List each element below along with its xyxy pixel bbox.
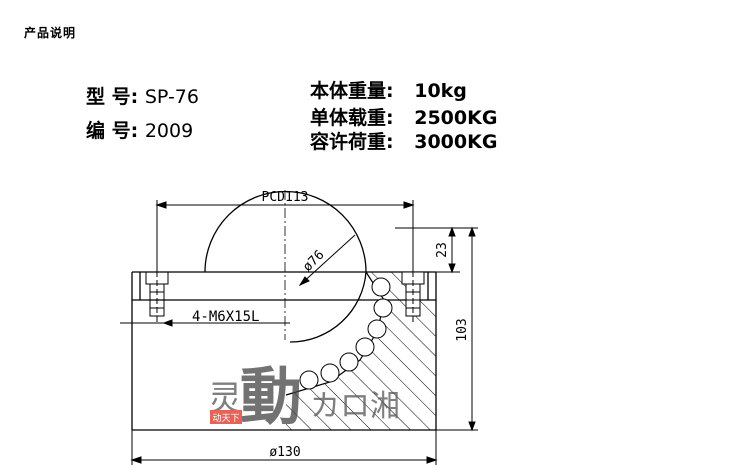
pcd-label: PCD113 bbox=[262, 190, 309, 205]
support-balls bbox=[299, 277, 393, 390]
spec-model: 型 号: SP-76 bbox=[86, 82, 199, 109]
spec-code: 编 号: 2009 bbox=[86, 116, 193, 143]
svg-text:動: 動 bbox=[240, 360, 302, 433]
ball-dia-leader bbox=[298, 234, 356, 287]
spec-unit-load: 单体载重: 2500KG bbox=[310, 103, 497, 130]
pcd-dimension bbox=[155, 200, 415, 272]
bolt-callout-leader bbox=[120, 319, 290, 327]
spec-allowable-load-value: 3000KG bbox=[414, 131, 498, 153]
spec-body-weight-value: 10kg bbox=[414, 80, 467, 102]
spec-body-weight: 本体重量: 10kg bbox=[310, 76, 467, 103]
spec-model-value: SP-76 bbox=[144, 86, 199, 108]
spec-model-label: 型 号: bbox=[86, 86, 139, 108]
svg-text:动天下: 动天下 bbox=[212, 413, 239, 424]
height-dimension bbox=[436, 226, 478, 432]
top-offset-label: 23 bbox=[435, 242, 450, 258]
watermark-logo: 灵 動 カロ湘 动天下 bbox=[208, 360, 400, 433]
spec-allowable-load-label: 容许荷重: bbox=[310, 131, 394, 153]
top-offset-dimension bbox=[395, 226, 460, 274]
spec-unit-load-label: 单体载重: bbox=[310, 107, 394, 129]
base-dia-label: ø130 bbox=[269, 445, 300, 460]
main-ball bbox=[204, 190, 367, 343]
spec-unit-load-value: 2500KG bbox=[414, 107, 498, 129]
spec-allowable-load: 容许荷重: 3000KG bbox=[310, 127, 497, 154]
base-dia-dimension bbox=[130, 430, 438, 465]
spec-code-value: 2009 bbox=[144, 120, 194, 142]
page-header: 产品说明 bbox=[24, 26, 77, 40]
svg-text:カロ湘: カロ湘 bbox=[310, 389, 400, 424]
ball-dia-label: ø76 bbox=[300, 248, 327, 275]
spec-body-weight-label: 本体重量: bbox=[310, 80, 394, 102]
height-label: 103 bbox=[455, 318, 470, 341]
spec-code-label: 编 号: bbox=[86, 120, 139, 142]
bolt-callout-label: 4-M6X15L bbox=[192, 309, 259, 325]
